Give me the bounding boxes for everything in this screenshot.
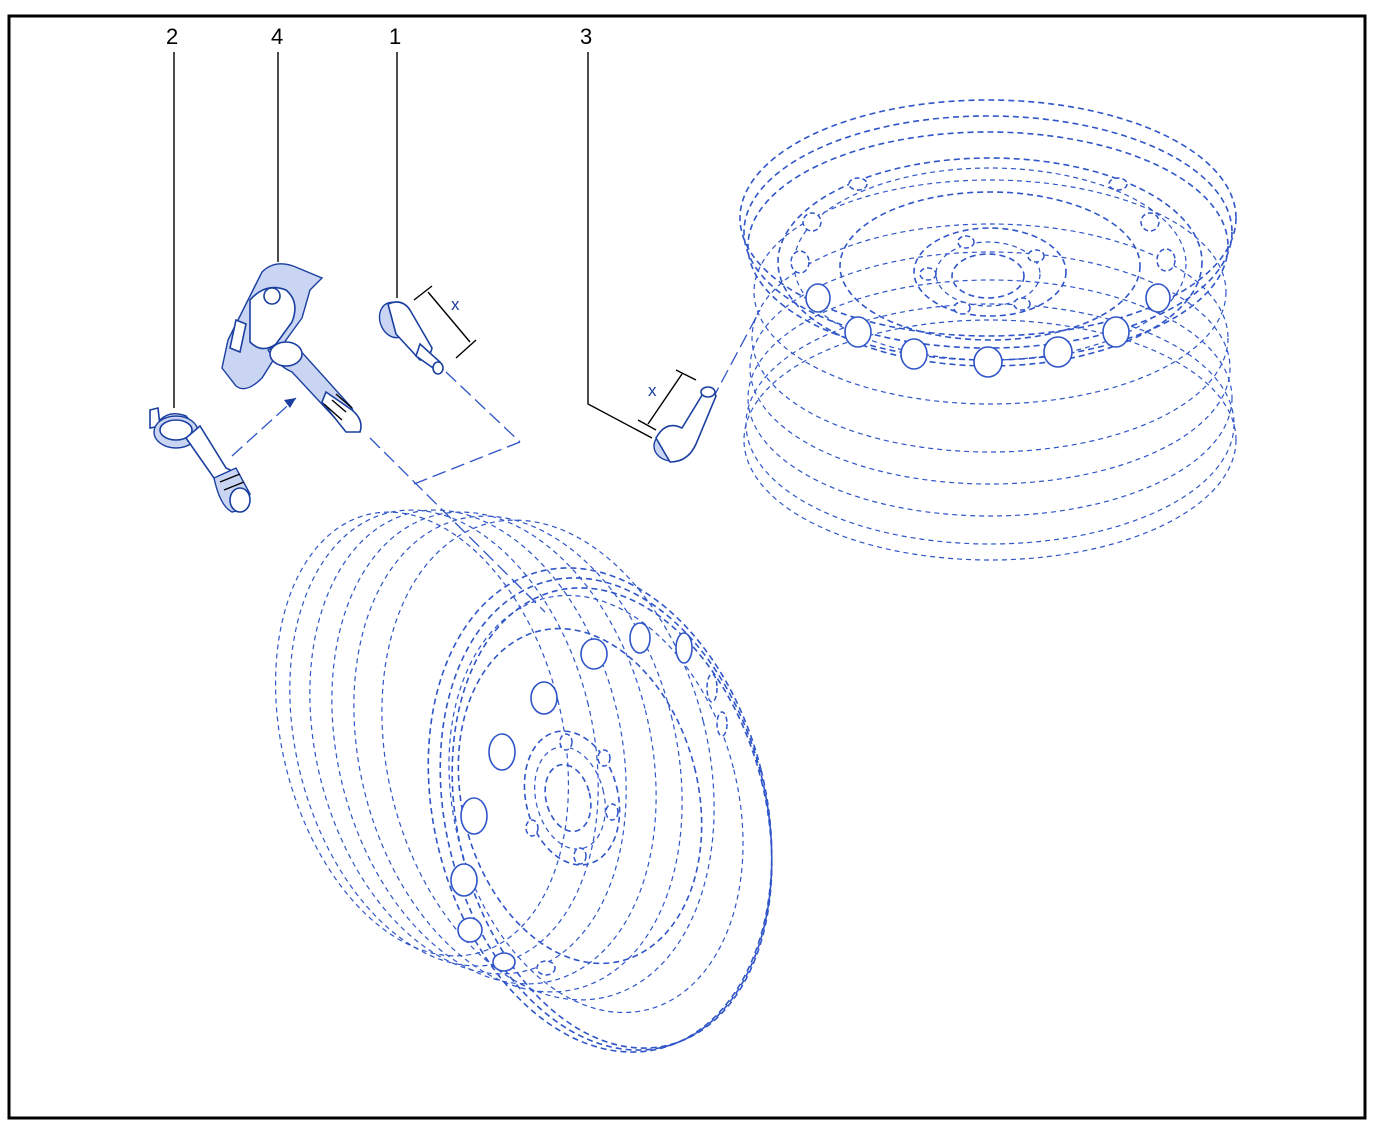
leader-3: [587, 52, 653, 439]
dimension-x-3: x: [648, 381, 657, 400]
callout-4: 4: [271, 24, 283, 49]
diagram-frame: [7, 14, 1367, 1120]
part-1-snap-in-valve: x: [378, 285, 477, 375]
dimension-x-1: x: [451, 295, 460, 314]
wheel-rear: [739, 99, 1237, 561]
wheel-front: [274, 509, 773, 1053]
callout-1: 1: [389, 24, 401, 49]
part-4-tpms-sensor: [221, 263, 362, 433]
callout-2: 2: [166, 24, 178, 49]
assembly-lines: [231, 309, 761, 613]
part-3-rubber-valve: x: [637, 369, 717, 463]
callout-3: 3: [580, 24, 592, 49]
part-2-valve-stem: [149, 407, 251, 513]
